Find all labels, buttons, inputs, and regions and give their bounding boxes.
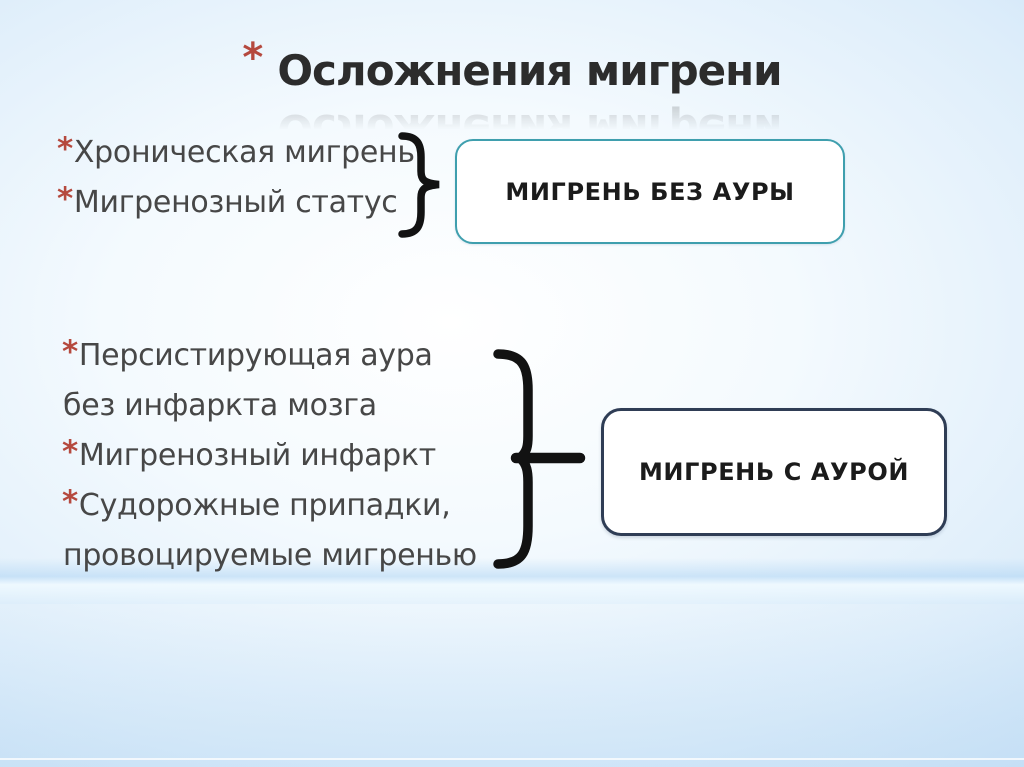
asterisk-bullet-icon: * — [57, 181, 73, 217]
asterisk-bullet-icon: * — [62, 334, 78, 370]
title-asterisk-icon: * — [242, 35, 264, 81]
list-item: *Мигренозный инфаркт — [62, 430, 477, 480]
bullet-group-without-aura: *Хроническая мигрень *Мигренозный статус — [57, 127, 415, 227]
list-item-text: провоцируемые мигренью — [63, 538, 477, 573]
list-item-text: без инфаркта мозга — [63, 388, 377, 423]
list-item-text: Хроническая мигрень — [73, 135, 415, 170]
migraine-without-aura-box: МИГРЕНЬ БЕЗ АУРЫ — [455, 139, 845, 244]
list-item: провоцируемые мигренью — [62, 530, 477, 580]
asterisk-bullet-icon: * — [57, 131, 73, 167]
list-item-text: Персистирующая аура — [78, 338, 433, 373]
curly-brace-icon — [398, 132, 440, 238]
list-item-text: Мигренозный статус — [73, 185, 398, 220]
list-item: без инфаркта мозга — [62, 380, 477, 430]
list-item: *Судорожные припадки, — [62, 480, 477, 530]
box-label: МИГРЕНЬ БЕЗ АУРЫ — [505, 177, 795, 206]
slide-title: * Осложнения мигрени — [0, 30, 1024, 108]
list-item: *Мигренозный статус — [57, 177, 415, 227]
migraine-with-aura-box: МИГРЕНЬ С АУРОЙ — [601, 408, 947, 536]
background-bottom-line — [0, 758, 1024, 760]
list-item: *Персистирующая аура — [62, 330, 477, 380]
list-item-text: Мигренозный инфаркт — [78, 438, 436, 473]
bullet-group-with-aura: *Персистирующая аура без инфаркта мозга … — [62, 330, 477, 580]
slide-title-text: Осложнения мигрени — [277, 46, 782, 95]
box-label: МИГРЕНЬ С АУРОЙ — [638, 458, 910, 486]
background-bottom-glow — [0, 607, 1024, 767]
curly-brace-with-connector-icon — [493, 349, 586, 569]
asterisk-bullet-icon: * — [62, 434, 78, 470]
list-item-text: Судорожные припадки, — [78, 488, 451, 523]
list-item: *Хроническая мигрень — [57, 127, 415, 177]
asterisk-bullet-icon: * — [62, 484, 78, 520]
